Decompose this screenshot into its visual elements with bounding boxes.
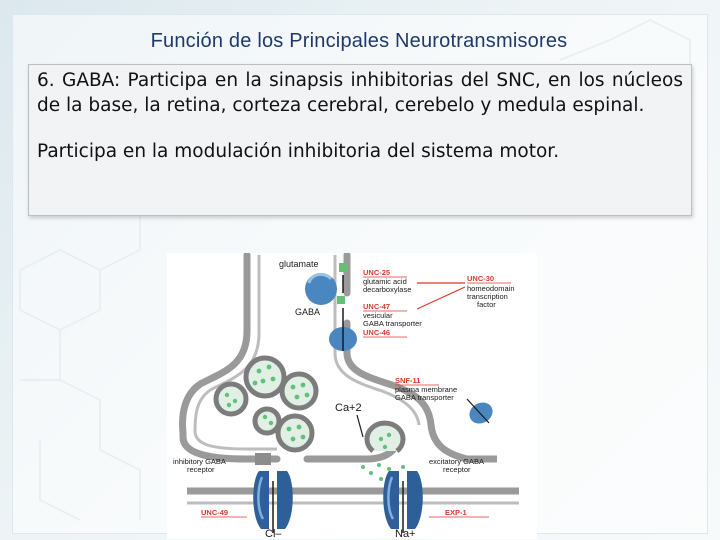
unc47-label: UNC-47: [363, 302, 390, 311]
inhibitory-gaba-receptor: [253, 471, 293, 529]
vgat-line1: vesicular: [363, 311, 393, 320]
inhibitory-receptor-line1: inhibitory GABA: [173, 457, 226, 466]
glutamate-molecule: [339, 263, 348, 272]
unc30-arrow-to-unc47: [416, 286, 466, 310]
vesicle: [213, 381, 249, 417]
gaba-molecule: [337, 296, 345, 304]
motor-modulation-text: Participa en la modulación inhibitoria d…: [37, 141, 560, 162]
slide-title: Función de los Principales Neurotransmis…: [150, 30, 568, 52]
unc30-label: UNC-30: [467, 274, 494, 283]
text-box: 6. GABA: Participa en la sinapsis inhibi…: [28, 64, 692, 216]
vgat-line2: GABA transporter: [363, 319, 422, 328]
sodium-label: Na+: [395, 528, 416, 539]
inhibitory-receptor-line2: receptor: [187, 465, 215, 474]
homeodomain-line2: transcription: [467, 292, 508, 301]
fusing-vesicle: [364, 420, 406, 453]
gaba-label: GABA: [295, 307, 320, 317]
reuptake-arrow: [466, 398, 490, 424]
unc49-label: UNC-49: [201, 508, 228, 517]
gaba-synapse-diagram: glutamate GABA Ca+2: [167, 253, 537, 539]
excitatory-gaba-receptor: [383, 471, 423, 529]
unc46-label: UNC-46: [363, 328, 390, 337]
glutamate-label: glutamate: [279, 259, 319, 269]
vesicle: [279, 371, 319, 411]
synaptic-vesicles: [213, 355, 319, 453]
gaba-dots: [224, 364, 310, 442]
excitatory-receptor-line1: excitatory GABA: [429, 457, 484, 466]
gaba-description: 6. GABA: Participa en la sinapsis inhibi…: [37, 70, 683, 116]
vesicle: [275, 413, 315, 453]
vesicle: [252, 406, 282, 436]
calcium-label: Ca+2: [335, 402, 362, 414]
gad-label-line2: decarboxylase: [363, 285, 411, 294]
homeodomain-line3: factor: [477, 300, 496, 309]
gad-enzyme-highlight: [307, 272, 333, 284]
calcium-arrow: [356, 414, 364, 438]
gad-label-line1: glutamic acid: [363, 277, 407, 286]
snf11-label: SNF-11: [395, 376, 420, 385]
excitatory-receptor-line2: receptor: [443, 465, 471, 474]
homeodomain-line1: homeodomain: [467, 284, 515, 293]
exp1-label: EXP-1: [445, 508, 467, 517]
plasma-membrane: [427, 424, 497, 463]
pmt-line1: plasma membrane: [395, 385, 457, 394]
chloride-label: Cl–: [265, 528, 282, 539]
unc25-label: UNC-25: [363, 268, 390, 277]
pmt-line2: GABA transporter: [395, 393, 454, 402]
vesicle: [243, 355, 287, 399]
calcium-channel: [255, 453, 271, 465]
gad-enzyme: [305, 273, 337, 305]
